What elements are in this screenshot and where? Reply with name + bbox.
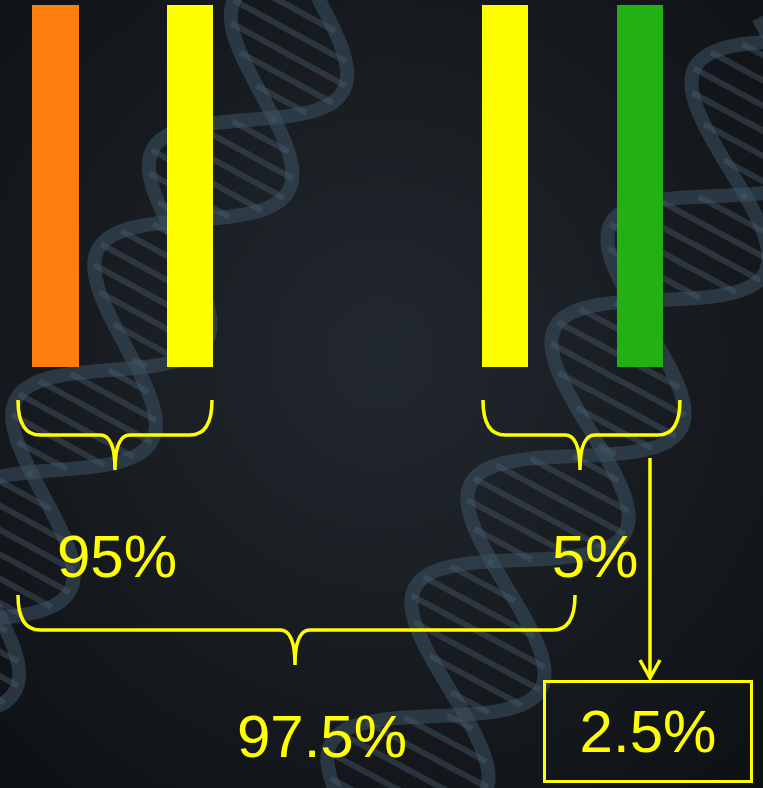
green-bar — [617, 5, 663, 367]
helix-rung — [257, 86, 307, 113]
helix-rung — [430, 656, 522, 705]
helix-strand — [0, 0, 347, 700]
helix-rung — [0, 622, 18, 661]
percent-label: 95% — [57, 527, 177, 587]
helix-rung — [704, 124, 763, 181]
helix-rung — [404, 717, 486, 761]
helix-rung — [240, 52, 332, 102]
helix-rung — [71, 374, 156, 421]
percent-label: 97.5% — [237, 707, 407, 767]
helix-rung — [0, 478, 50, 509]
helix-strand — [380, 40, 763, 788]
helix-rung — [724, 160, 763, 191]
helix-rung — [0, 563, 52, 607]
helix-rung — [132, 359, 147, 367]
yellow-bar — [167, 5, 213, 367]
helix-rung — [475, 529, 532, 560]
arrow-head — [640, 660, 660, 678]
helix-rung — [0, 619, 7, 631]
helix-rung — [12, 415, 104, 465]
bracket — [18, 400, 212, 470]
helix-rung — [28, 472, 32, 474]
helix-rung — [742, 195, 746, 197]
helix-rung — [577, 408, 652, 449]
helix-strand — [327, 18, 763, 788]
helix-rung — [0, 639, 4, 703]
helix-rung — [452, 692, 489, 712]
orange-bar — [32, 5, 79, 367]
helix-rung — [271, 118, 275, 120]
percent-text: 2.5% — [580, 702, 717, 762]
percent-text: 95% — [57, 523, 177, 590]
helix-rung — [424, 577, 535, 637]
helix-rung — [0, 628, 18, 686]
helix-rung — [599, 445, 616, 454]
helix-rung — [109, 370, 149, 392]
yellow-bar — [482, 5, 528, 367]
arrow-line — [648, 458, 652, 676]
helix-rung — [742, 44, 763, 68]
percent-text: 97.5% — [237, 703, 407, 770]
helix-rung — [331, 778, 406, 788]
helix-rung — [488, 561, 492, 563]
highlight-box: 2.5% — [543, 680, 753, 783]
bracket — [18, 595, 575, 665]
helix-rung — [448, 716, 473, 730]
helix-rung — [17, 442, 67, 469]
percent-label: 5% — [552, 527, 639, 587]
percent-text: 5% — [552, 523, 639, 590]
